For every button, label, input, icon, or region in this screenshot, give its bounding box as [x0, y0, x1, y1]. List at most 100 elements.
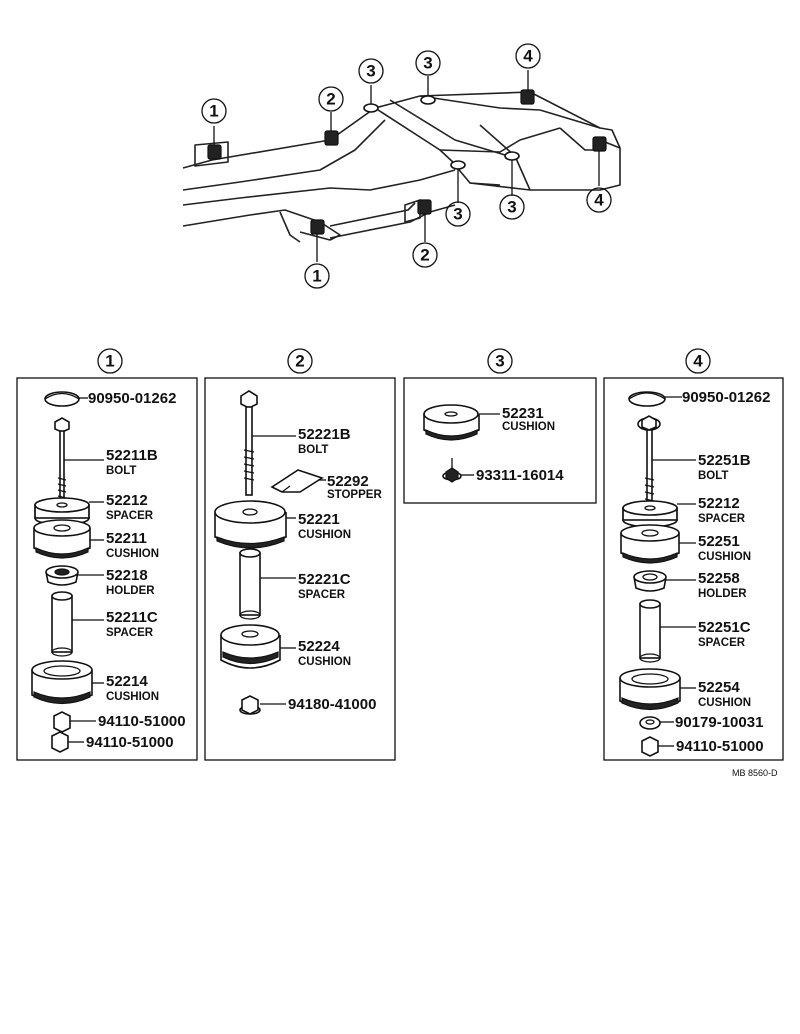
svg-text:3: 3	[495, 352, 504, 371]
part-number: 52254	[698, 679, 740, 696]
svg-text:3: 3	[453, 205, 462, 224]
svg-text:2: 2	[420, 246, 429, 265]
mount-3-mid-b	[504, 151, 520, 196]
mount-2-top	[324, 112, 339, 146]
spacer-icon	[622, 500, 678, 528]
flange-nut-icon	[239, 695, 261, 715]
overview-callouts: 1 2 3 3 4 4 3 3 2 1	[201, 43, 612, 289]
group-2-header: 2	[287, 348, 313, 374]
frame-overview	[182, 91, 621, 243]
part-name: SPACER	[106, 627, 154, 639]
group-4-panel: 90950-01262 52251B BOLT 52212 SPACER 522…	[603, 377, 784, 761]
cap-plug-icon	[44, 391, 80, 407]
svg-text:4: 4	[594, 191, 604, 210]
part-number: 52218	[106, 567, 148, 584]
part-name: CUSHION	[106, 548, 159, 560]
part-name: SPACER	[698, 513, 746, 525]
spacer-tube-icon	[639, 599, 661, 663]
part-name: CUSHION	[298, 529, 351, 541]
svg-text:1: 1	[105, 352, 114, 371]
svg-text:2: 2	[295, 352, 304, 371]
screw-icon	[442, 458, 462, 483]
part-name: STOPPER	[327, 489, 382, 501]
part-name: SPACER	[298, 589, 346, 601]
svg-text:3: 3	[366, 62, 375, 81]
mount-1-top	[207, 126, 222, 160]
group-1-header: 1	[97, 348, 123, 374]
part-number: 94110-51000	[98, 713, 186, 730]
callout-circle: 2	[318, 86, 344, 112]
cushion-icon	[620, 524, 680, 564]
cushion-icon	[214, 500, 287, 549]
group-4-header: 4	[685, 348, 711, 374]
svg-text:4: 4	[523, 47, 533, 66]
part-name: CUSHION	[106, 691, 159, 703]
part-number: 52231	[502, 405, 544, 422]
part-number: 52224	[298, 638, 340, 655]
callout-circle: 2	[412, 242, 438, 268]
part-name: BOLT	[106, 465, 136, 477]
part-number: 52251B	[698, 452, 751, 469]
nut-icon	[641, 736, 659, 757]
part-name: BOLT	[698, 470, 728, 482]
svg-text:2: 2	[326, 90, 335, 109]
mount-1-bottom	[310, 219, 325, 262]
part-number: 52211B	[106, 447, 158, 464]
group-3-header: 3	[487, 348, 513, 374]
bolt-icon	[240, 390, 258, 496]
part-number: 94180-41000	[288, 696, 376, 713]
spacer-tube-icon	[239, 548, 261, 620]
callout-circle: 4	[586, 187, 612, 213]
mount-3-top-a	[363, 85, 379, 113]
part-name: HOLDER	[698, 588, 747, 600]
part-name: CUSHION	[698, 697, 751, 709]
part-name: SPACER	[698, 637, 746, 649]
part-name: SPACER	[106, 510, 154, 522]
mount-3-top-b	[420, 76, 436, 105]
part-number: 90950-01262	[682, 389, 770, 406]
part-name: HOLDER	[106, 585, 155, 597]
part-number: 52212	[698, 495, 740, 512]
callout-circle: 1	[304, 263, 330, 289]
cushion-icon	[31, 660, 93, 705]
washer-icon	[639, 716, 661, 730]
part-name: CUSHION	[502, 421, 555, 433]
holder-icon	[633, 570, 667, 592]
bolt-icon	[637, 415, 661, 521]
part-number: 94110-51000	[676, 738, 764, 755]
part-name: BOLT	[298, 444, 328, 456]
callout-circle: 1	[201, 98, 227, 124]
part-number: 52214	[106, 673, 148, 690]
part-number: 90179-10031	[675, 714, 763, 731]
part-number: 94110-51000	[86, 734, 174, 751]
cap-plug-icon	[628, 391, 666, 407]
mount-4-top	[520, 70, 535, 105]
part-number: 52251C	[698, 619, 751, 636]
cushion-icon	[619, 668, 681, 711]
part-number: 90950-01262	[88, 390, 176, 407]
callout-circle: 3	[415, 50, 441, 76]
cushion-icon	[33, 519, 91, 559]
svg-text:4: 4	[693, 352, 703, 371]
svg-text:3: 3	[507, 198, 516, 217]
mount-3-mid-a	[450, 160, 466, 203]
spacer-icon	[34, 497, 90, 526]
nut-icon	[53, 711, 71, 733]
nut-icon	[51, 731, 69, 753]
svg-text:3: 3	[423, 54, 432, 73]
cushion-icon	[220, 624, 281, 669]
group-2-panel: 52221B BOLT 52292 STOPPER 52221 CUSHION …	[204, 377, 396, 761]
part-name: CUSHION	[698, 551, 751, 563]
part-number: 52292	[327, 473, 369, 490]
part-number: 52221B	[298, 426, 351, 443]
cushion-icon	[423, 404, 480, 441]
svg-text:1: 1	[209, 102, 218, 121]
part-name: CUSHION	[298, 656, 351, 668]
part-number: 52251	[698, 533, 740, 550]
diagram-code: MB 8560-D	[732, 768, 778, 778]
part-number: 52221	[298, 511, 340, 528]
part-number: 52258	[698, 570, 740, 587]
group-1-panel: 90950-01262 52211B BOLT 52212 SPACER 522…	[16, 377, 198, 761]
part-number: 52211C	[106, 609, 158, 626]
